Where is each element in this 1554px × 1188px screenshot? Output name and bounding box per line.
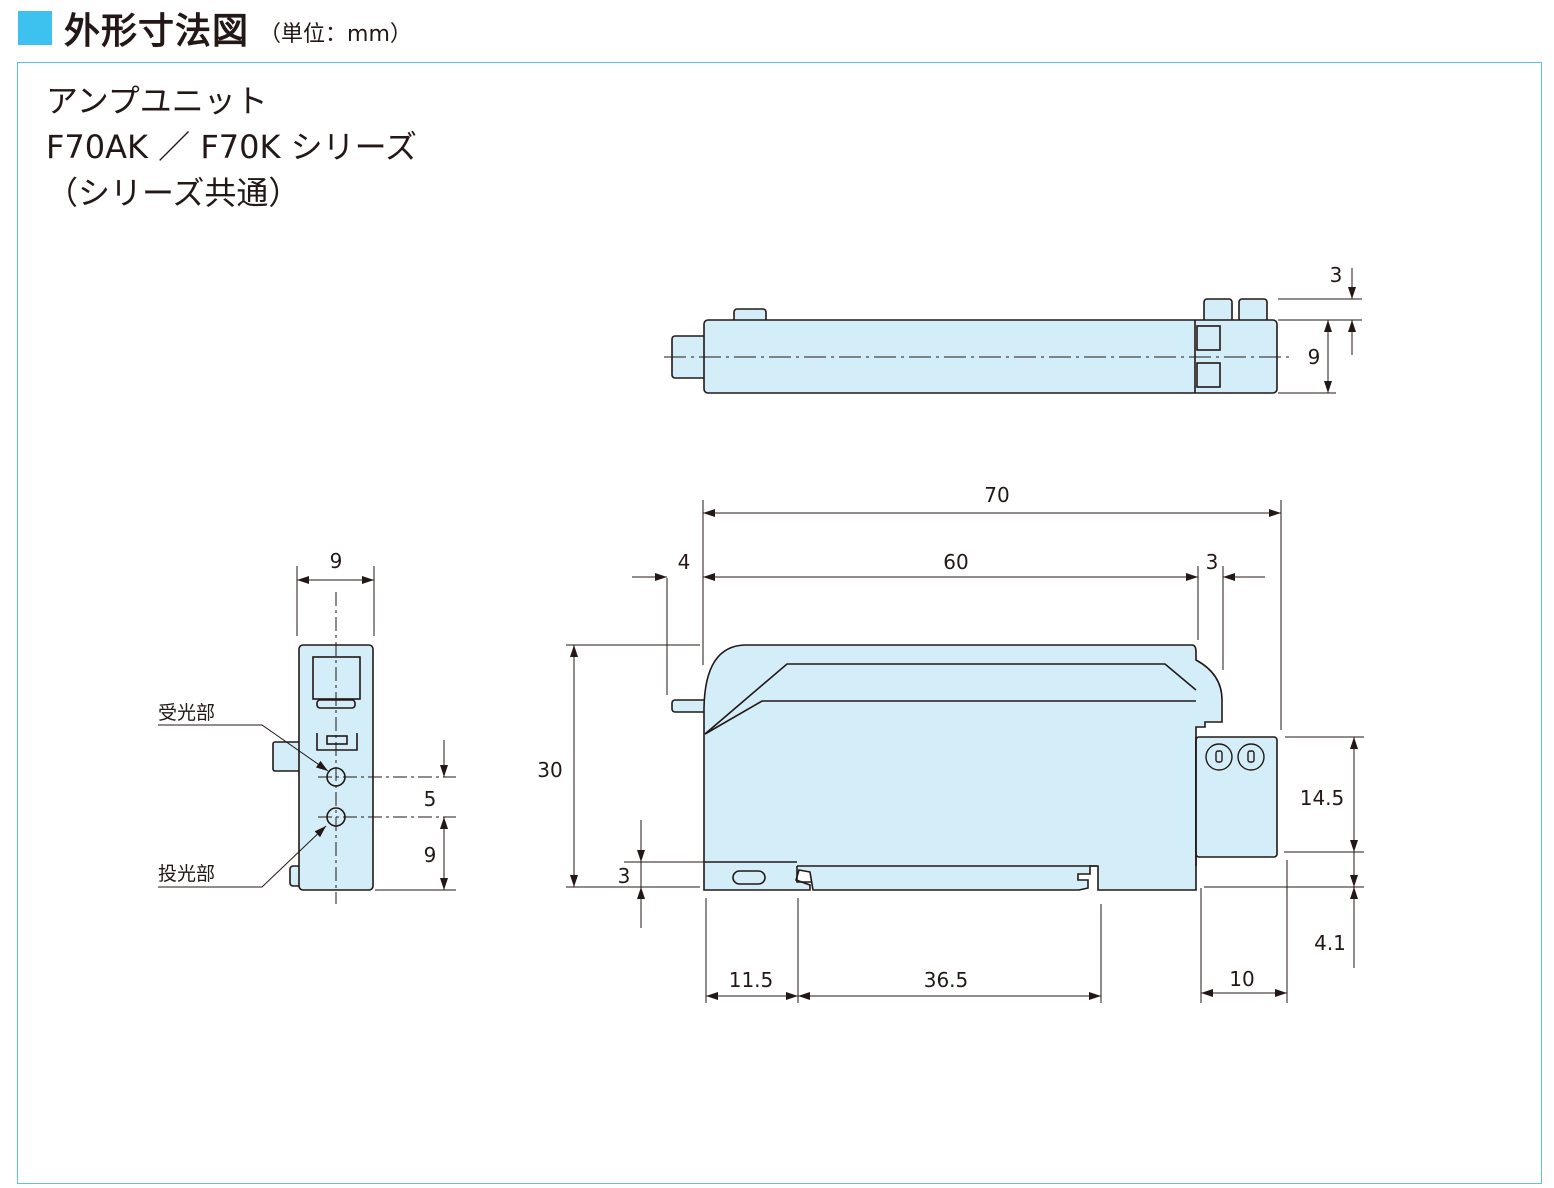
front-view-body xyxy=(703,644,1223,891)
connector-port-1-icon xyxy=(1205,743,1233,771)
dim-side-pitch: 5 xyxy=(424,787,437,811)
front-view-rail-foot-left xyxy=(796,866,812,883)
dim-body-length: 60 xyxy=(943,550,968,574)
product-subtitle: アンプユニット F70AK ／ F70K シリーズ （シリーズ共通） xyxy=(46,78,417,216)
section-heading: 外形寸法図 （単位：mm） xyxy=(18,4,412,52)
dim-top-height: 9 xyxy=(1308,345,1321,369)
front-view-left-tab xyxy=(671,699,709,713)
dim-overall-length: 70 xyxy=(984,483,1009,507)
label-emitter: 投光部 xyxy=(158,863,215,885)
heading-square-icon xyxy=(18,11,52,45)
front-view-cover-line-1 xyxy=(704,663,1197,735)
dim-side-width: 9 xyxy=(330,549,343,573)
connector-port-2-icon xyxy=(1237,743,1265,771)
side-view-notch-slot xyxy=(326,735,348,745)
dim-connector-offset: 4.1 xyxy=(1314,931,1346,955)
subtitle-line-1: アンプユニット xyxy=(46,82,268,120)
front-view xyxy=(671,644,1278,891)
side-view-notch xyxy=(316,733,358,751)
top-view-connector-upper xyxy=(1196,325,1221,351)
heading-title: 外形寸法図 xyxy=(64,11,250,52)
heading-unit: （単位：mm） xyxy=(259,22,412,47)
side-view-centerlines xyxy=(318,592,456,904)
dim-bottom-gap: 3 xyxy=(618,864,631,888)
dim-rail-span: 36.5 xyxy=(924,968,969,992)
dim-left-offset: 4 xyxy=(678,550,691,574)
dim-right-offset: 3 xyxy=(1206,550,1219,574)
label-receiver: 受光部 xyxy=(158,702,215,724)
front-view-connector-block xyxy=(1195,736,1278,858)
dim-rail-left: 11.5 xyxy=(729,968,774,992)
subtitle-line-2: F70AK ／ F70K シリーズ xyxy=(46,128,418,166)
front-view-connectors xyxy=(1205,743,1265,771)
emitter-leader xyxy=(158,825,327,888)
receiver-leader xyxy=(158,724,329,772)
front-view-dimensions xyxy=(566,500,1364,1003)
dim-connector-depth: 10 xyxy=(1229,967,1254,991)
dim-height: 30 xyxy=(537,758,562,782)
subtitle-line-3: （シリーズ共通） xyxy=(46,174,301,212)
top-view-connector-lower xyxy=(1196,362,1221,388)
front-view-indicator-slot xyxy=(732,870,766,885)
side-view-dimensions xyxy=(158,566,456,891)
top-view xyxy=(671,298,1278,394)
top-view-dimensions xyxy=(1278,268,1362,394)
dim-side-bottom: 9 xyxy=(424,843,437,867)
front-view-cover-line-2 xyxy=(704,700,1196,735)
dim-connector-height: 14.5 xyxy=(1300,786,1345,810)
drawing-frame xyxy=(17,62,1542,1184)
dim-top-tab: 3 xyxy=(1330,263,1343,287)
